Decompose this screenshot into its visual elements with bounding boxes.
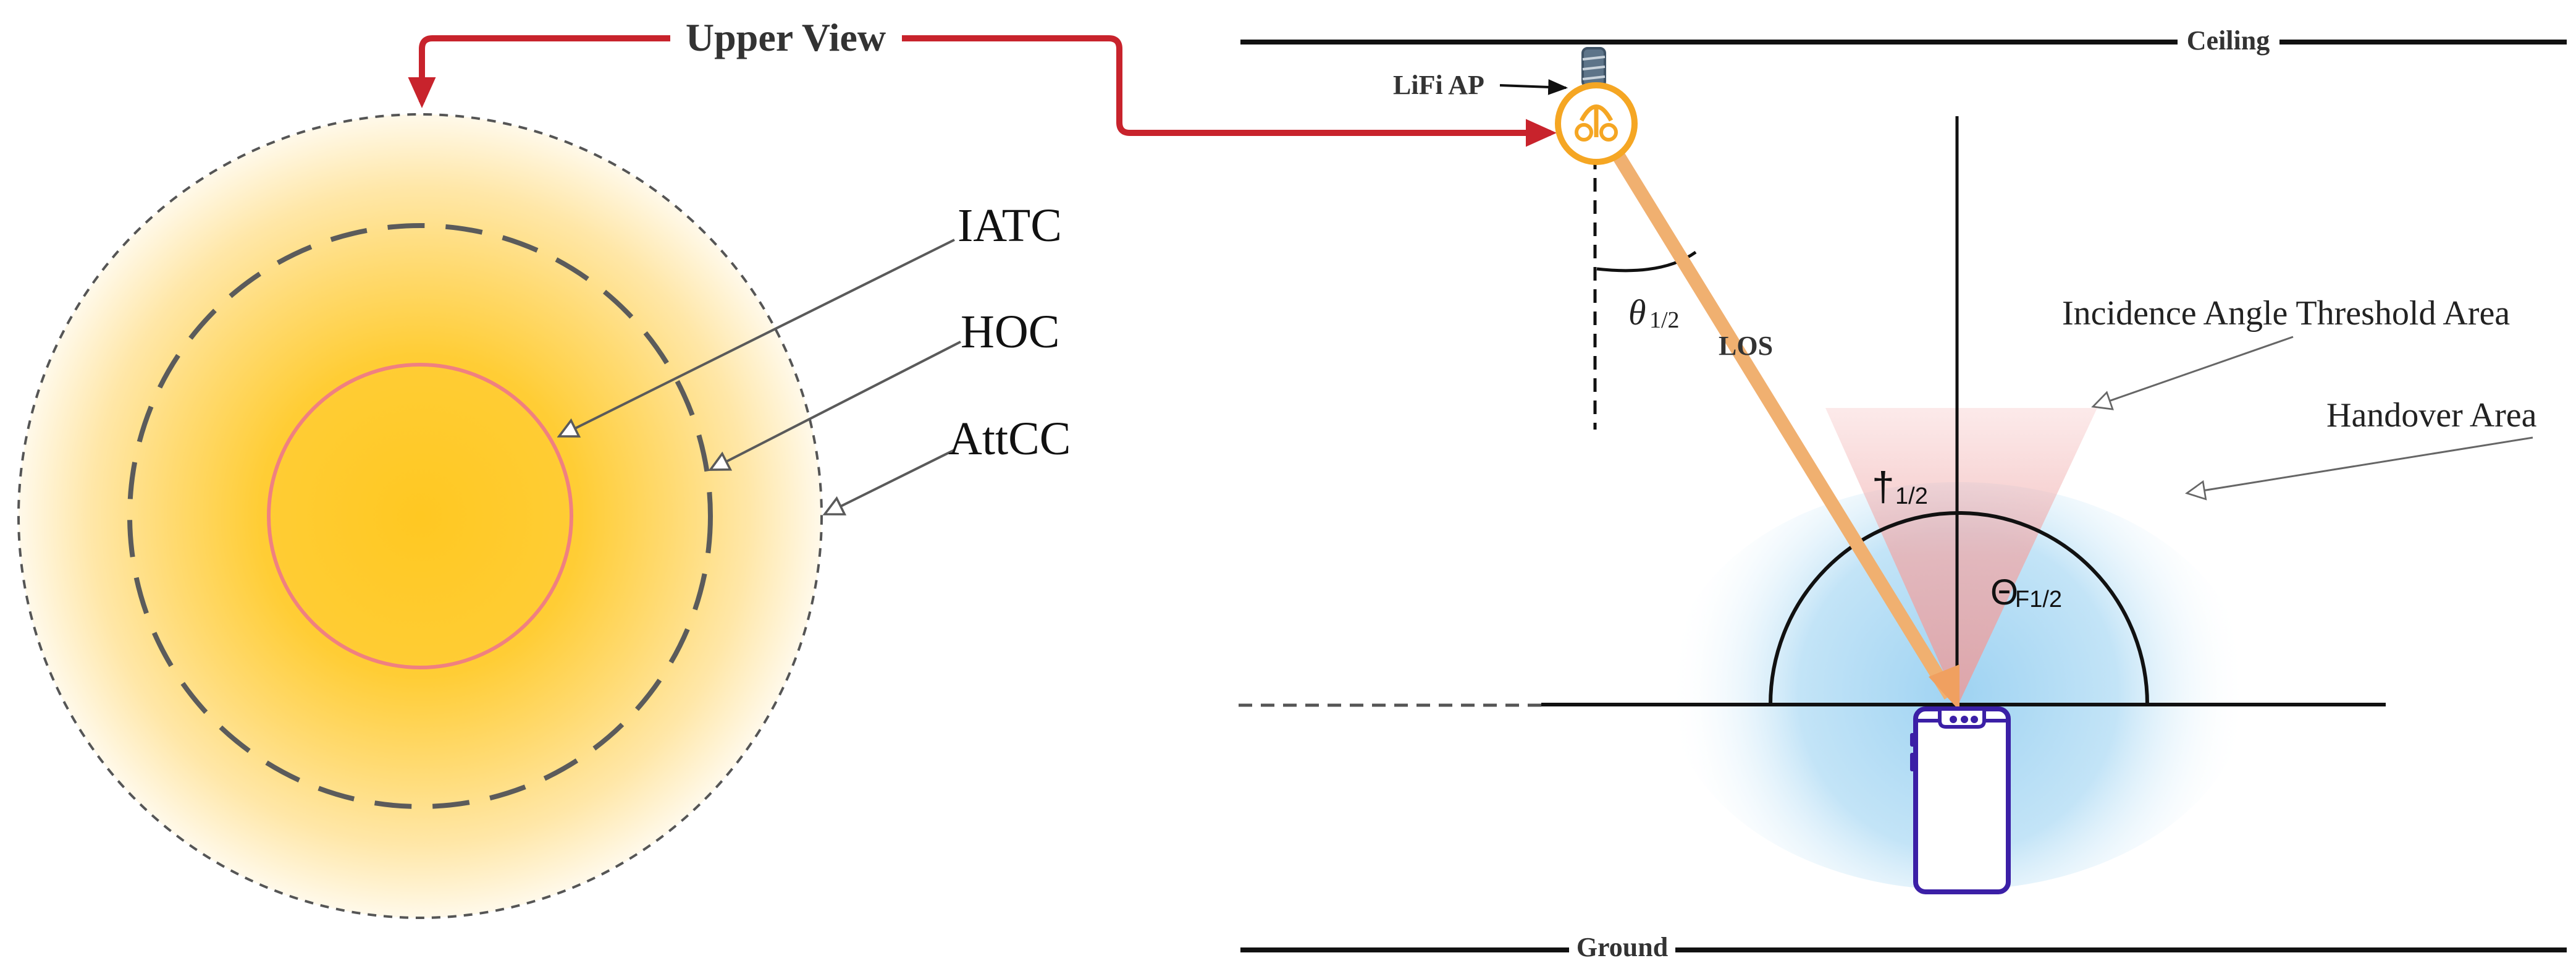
- ceiling-label: Ceiling: [2187, 25, 2270, 56]
- upper-view-link-arrow: [902, 35, 1557, 147]
- half-power-arc: [1769, 511, 2149, 705]
- handover-area-arrow: [2185, 436, 2533, 501]
- theta-half-angle-label: θ 1/2: [1628, 292, 1680, 333]
- attcc-coverage-circle: [17, 113, 823, 919]
- ground-label: Ground: [1576, 932, 1668, 962]
- hoc-label: HOC: [961, 306, 1059, 358]
- los-label: LOS: [1719, 331, 1773, 361]
- hoc-callout-arrow: [710, 341, 961, 470]
- lifi-ap-label: LiFi AP: [1393, 70, 1484, 100]
- los-beam-head: [1929, 664, 1959, 711]
- dagger-half-label: † 1/2: [1872, 464, 1928, 509]
- incidence-area-label: Incidence Angle Threshold Area: [2062, 294, 2510, 333]
- upper-view-title: Upper View: [686, 15, 886, 59]
- side-view-panel: Ceiling Ground: [1239, 25, 2567, 962]
- theta-f-half-label: Θ F1/2: [1990, 572, 2062, 612]
- upper-view-link-arrow-left: [408, 35, 670, 108]
- los-beam: [1603, 137, 1956, 700]
- attcc-label: AttCC: [948, 413, 1071, 465]
- iatc-callout-arrow: [559, 239, 955, 436]
- incidence-area-arrow: [2091, 336, 2294, 410]
- iatc-circle: [267, 363, 573, 669]
- upper-view-panel: IATC HOC AttCC: [17, 113, 1071, 919]
- handover-area-label: Handover Area: [2326, 396, 2537, 434]
- incidence-threshold-cone: [1825, 408, 2097, 705]
- lifi-ap-pointer-arrow: [1499, 79, 1568, 95]
- iatc-label: IATC: [958, 200, 1062, 252]
- smartphone-receiver-icon: [1910, 706, 2011, 894]
- attcc-callout-arrow: [825, 449, 955, 514]
- hoc-circle: [127, 223, 713, 809]
- lifi-ap-bulb-icon: [1555, 47, 1638, 165]
